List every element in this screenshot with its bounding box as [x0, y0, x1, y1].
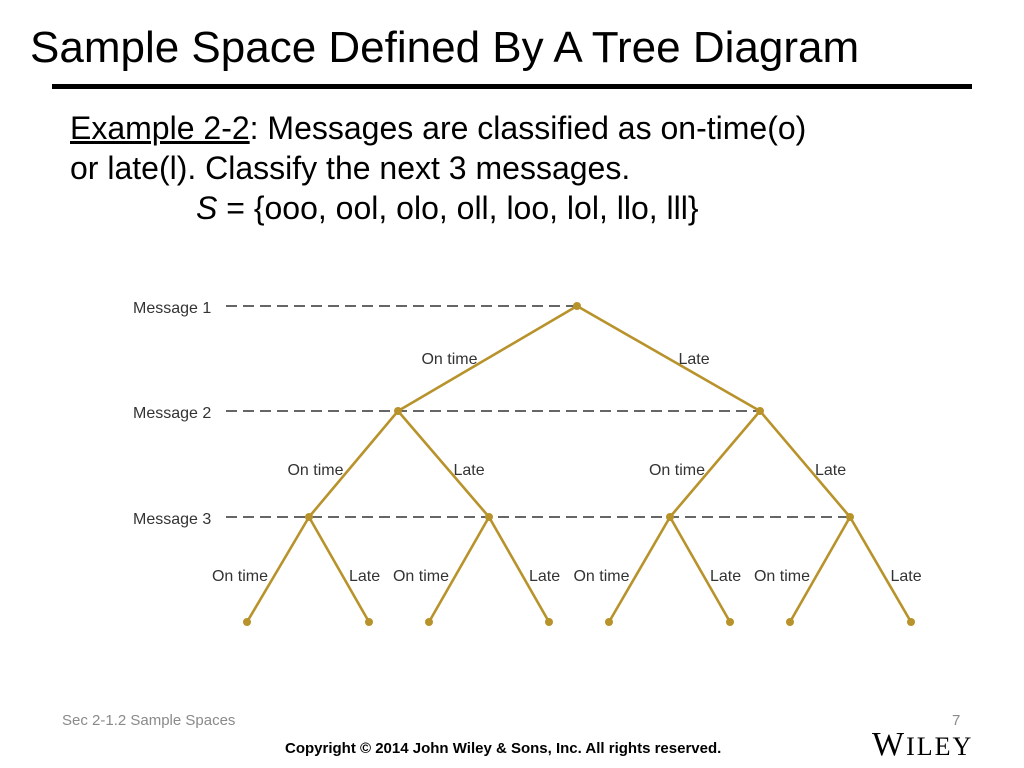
- branch-3-8: [848, 516, 913, 623]
- tree-node-15: [907, 618, 915, 626]
- example-text: Example 2-2: Messages are classified as …: [70, 108, 970, 228]
- branch-label-3-5: On time: [573, 568, 629, 585]
- level-label-message-3: Message 3: [133, 511, 211, 528]
- branch-label-3-4: Late: [529, 568, 560, 585]
- branch-label-3-2: Late: [349, 568, 380, 585]
- tree-node-3: [756, 407, 764, 415]
- page-number: 7: [952, 712, 961, 729]
- branch-2-3: [669, 410, 761, 518]
- tree-node-9: [365, 618, 373, 626]
- branch-3-2: [307, 516, 371, 623]
- copyright-notice: Copyright © 2014 John Wiley & Sons, Inc.…: [285, 740, 722, 757]
- branch-3-6: [668, 516, 732, 623]
- tree-node-1: [573, 302, 581, 310]
- branch-1-2: [576, 304, 761, 413]
- branch-2-2: [397, 410, 490, 518]
- branch-label-2-3: On time: [649, 462, 705, 479]
- tree-node-8: [243, 618, 251, 626]
- branch-label-2-2: Late: [454, 462, 485, 479]
- branch-3-5: [607, 516, 672, 623]
- branch-2-1: [308, 410, 399, 518]
- sample-space-line: S = {ooo, ool, olo, oll, loo, lol, llo, …: [70, 188, 970, 228]
- tree-nodes: [243, 302, 915, 626]
- tree-node-4: [305, 513, 313, 521]
- level-label-message-1: Message 1: [133, 300, 211, 317]
- branch-label-2-1: On time: [287, 462, 343, 479]
- level-label-message-2: Message 2: [133, 405, 211, 422]
- tree-node-7: [846, 513, 854, 521]
- tree-node-11: [545, 618, 553, 626]
- tree-node-10: [425, 618, 433, 626]
- wiley-logo: WILEY: [872, 726, 974, 763]
- set-symbol: S: [196, 190, 218, 226]
- branch-label-3-3: On time: [393, 568, 449, 585]
- tree-node-13: [726, 618, 734, 626]
- example-line-1: Example 2-2: Messages are classified as …: [70, 108, 970, 148]
- level-labels: Message 1 Message 2 Message 3: [133, 300, 211, 528]
- tree-node-12: [605, 618, 613, 626]
- level-dashed-lines: [226, 305, 850, 518]
- branch-3-7: [788, 516, 852, 623]
- tree-node-5: [485, 513, 493, 521]
- tree-branches: [245, 304, 913, 623]
- tree-node-6: [666, 513, 674, 521]
- tree-node-14: [786, 618, 794, 626]
- example-line-2: or late(l). Classify the next 3 messages…: [70, 150, 631, 186]
- slide-title: Sample Space Defined By A Tree Diagram: [30, 23, 860, 72]
- branch-label-3-1: On time: [212, 568, 268, 585]
- branch-label-3-7: On time: [754, 568, 810, 585]
- branch-1-1: [397, 304, 578, 413]
- branch-label-2-4: Late: [815, 462, 846, 479]
- example-text-1: : Messages are classified as on-time(o): [249, 110, 807, 146]
- branch-3-3: [427, 516, 491, 623]
- branch-3-1: [245, 516, 311, 623]
- branch-label-1-2: Late: [679, 351, 710, 368]
- branch-3-4: [487, 516, 551, 623]
- branch-label-3-8: Late: [891, 568, 922, 585]
- example-label: Example 2-2: [70, 110, 250, 146]
- title-underline: [52, 84, 972, 89]
- tree-node-2: [394, 407, 402, 415]
- set-text: = {ooo, ool, olo, oll, loo, lol, llo, ll…: [217, 190, 699, 226]
- branch-2-4: [759, 410, 851, 518]
- branch-label-1-1: On time: [421, 351, 477, 368]
- footer-section: Sec 2-1.2 Sample Spaces: [62, 712, 236, 729]
- branch-label-3-6: Late: [710, 568, 741, 585]
